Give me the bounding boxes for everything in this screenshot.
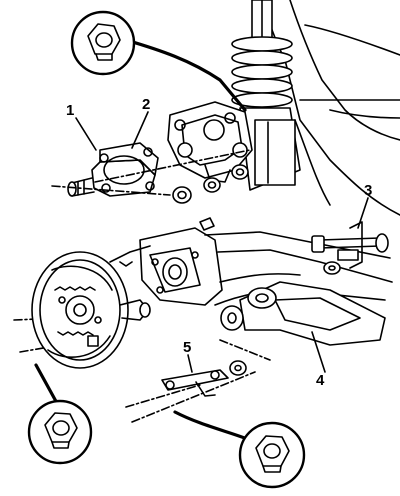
callout-3: 3: [364, 182, 373, 199]
hub-bearing-assembly: [67, 142, 159, 197]
callout-5: 5: [183, 339, 192, 356]
callout-4: 4: [316, 372, 325, 389]
axle-beam: [139, 217, 393, 346]
hub-carrier: [167, 101, 253, 204]
brake-backplate: [31, 245, 151, 369]
nut-inset-bottom-right: [238, 421, 306, 489]
mounting-bolt-assembly: [311, 221, 389, 275]
link-bracket: [161, 360, 247, 397]
nut-inset-top: [70, 10, 136, 76]
callout-1: 1: [66, 102, 75, 119]
leader-lines: [75, 111, 369, 373]
callout-2: 2: [142, 96, 151, 113]
nut-inset-bottom-left: [27, 399, 93, 465]
coil-spring-strut: [231, 0, 301, 191]
